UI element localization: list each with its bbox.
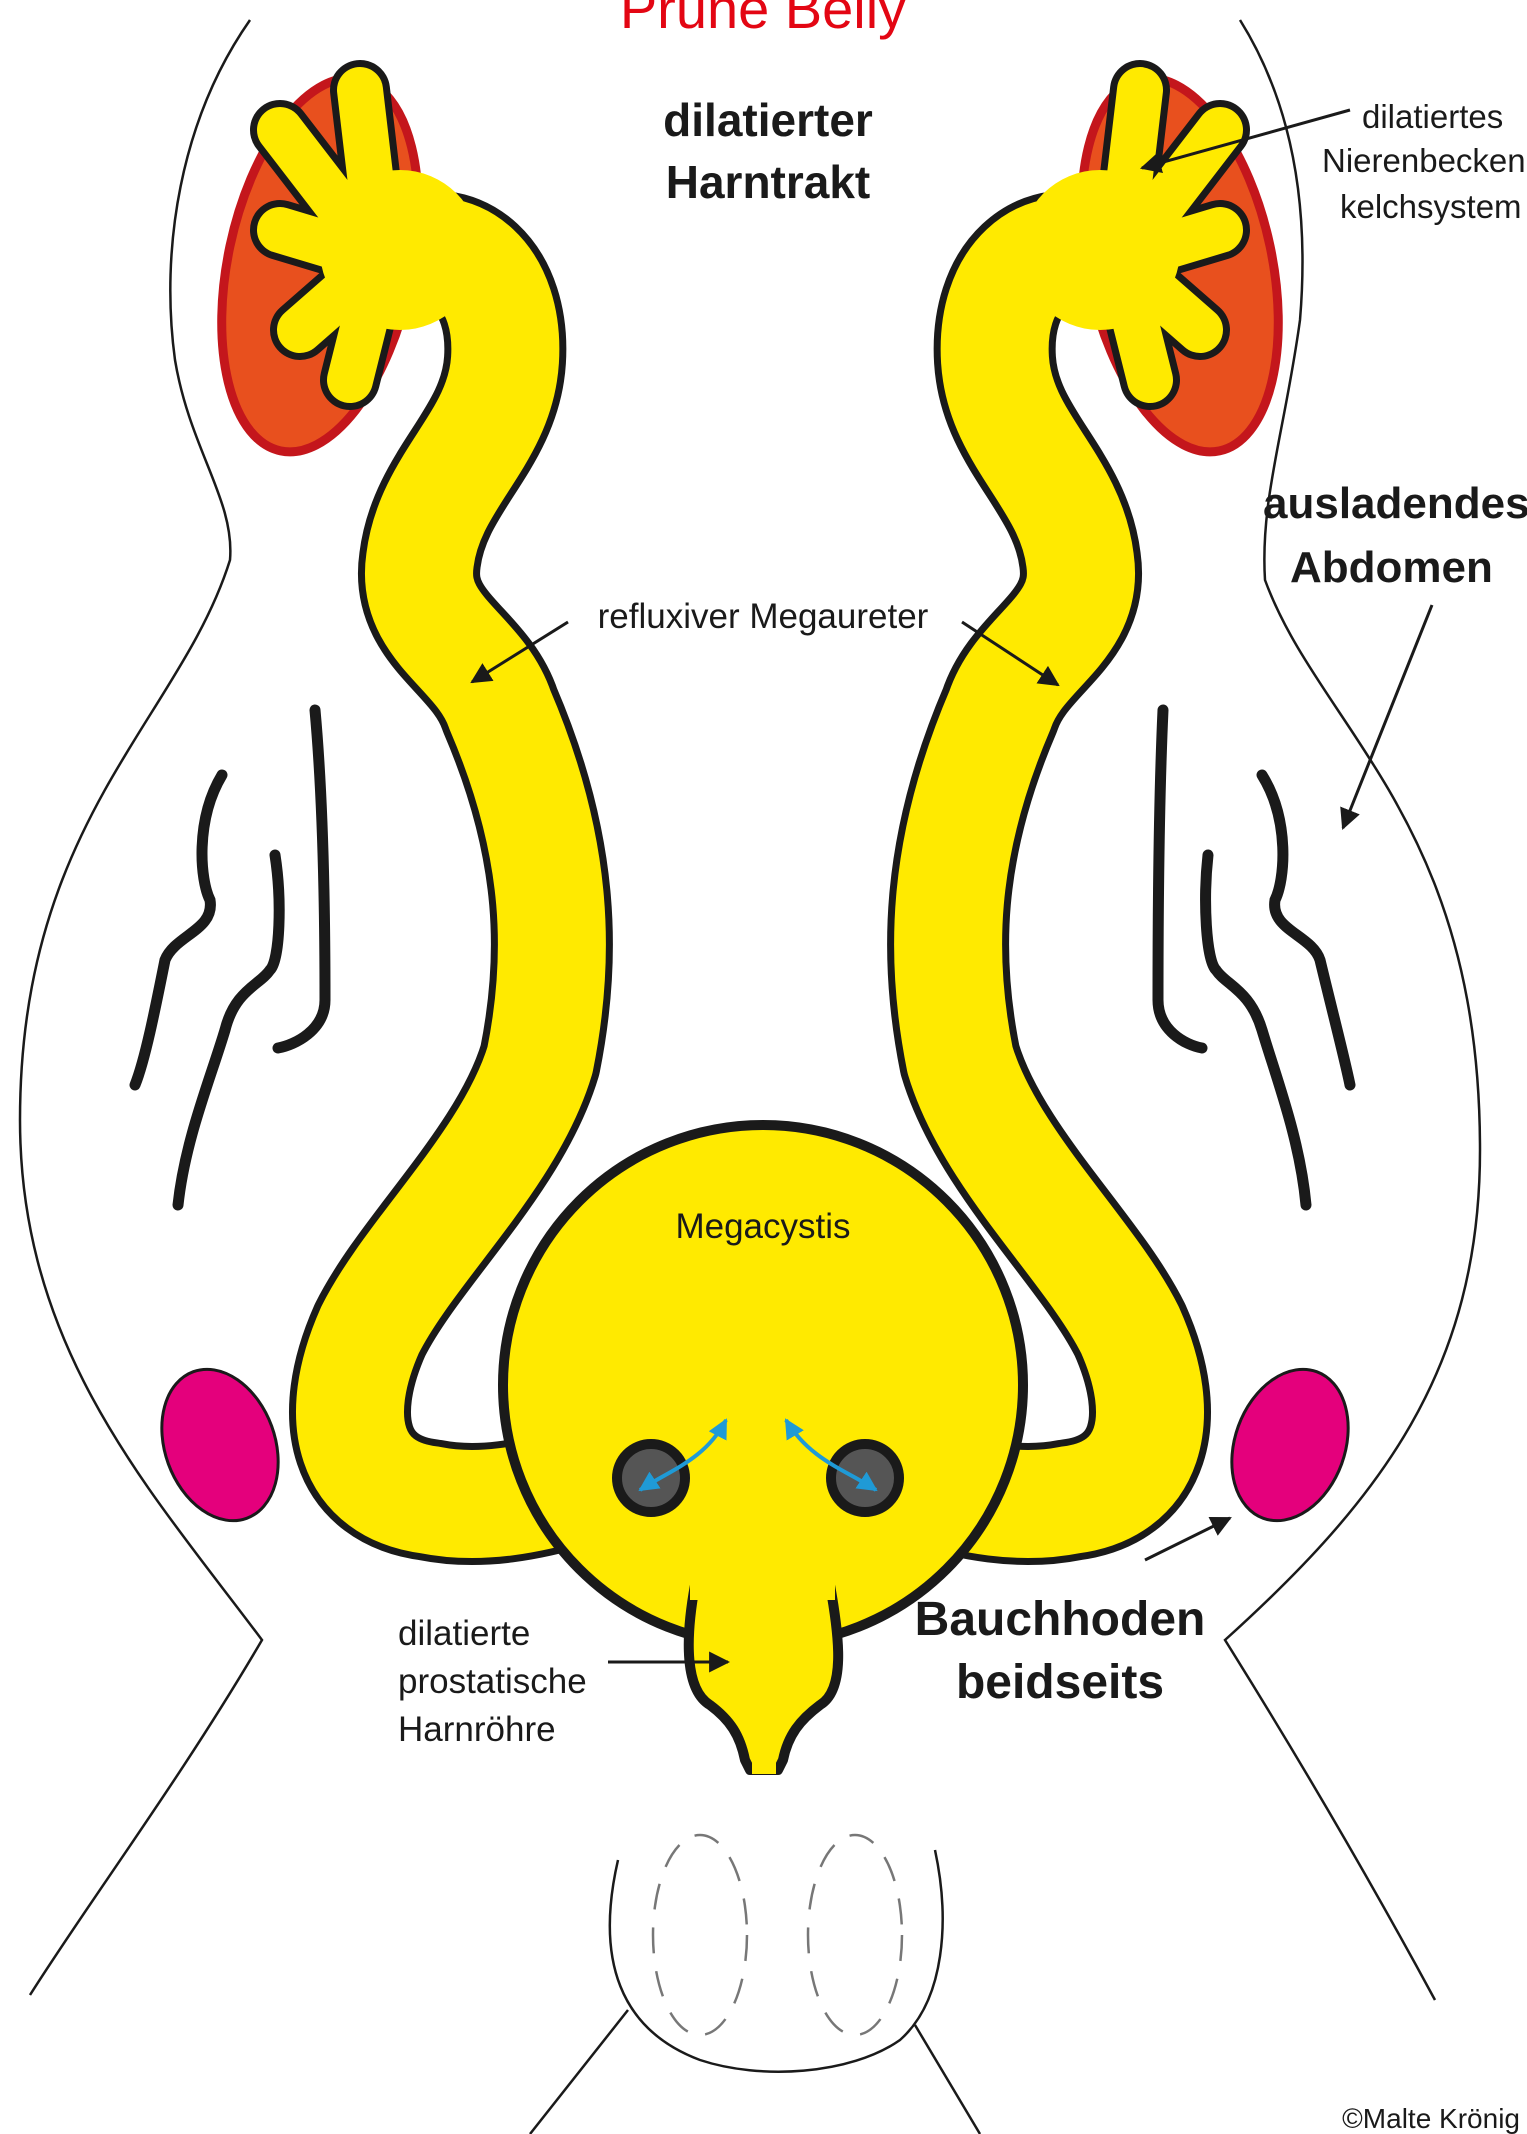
label-nbks-3: kelchsystem — [1340, 188, 1522, 225]
label-harntrakt-2: Harntrakt — [666, 156, 871, 208]
label-urethra-3: Harnröhre — [398, 1710, 556, 1749]
diagram-title: Prune Belly — [620, 0, 906, 40]
copyright: ©Malte Krönig — [1342, 2103, 1520, 2134]
label-abdomen-1: ausladendes — [1263, 479, 1527, 528]
label-nbks-2: Nierenbecken- — [1322, 142, 1527, 179]
scrotal-testes-outline — [653, 1835, 902, 2035]
label-abdomen-2: Abdomen — [1290, 543, 1493, 592]
label-testes-2: beidseits — [956, 1656, 1164, 1709]
prostatic-urethra — [689, 1560, 838, 1774]
label-megaureter: refluxiver Megaureter — [598, 597, 929, 636]
label-nbks-1: dilatiertes — [1362, 98, 1503, 135]
label-harntrakt-1: dilatierter — [663, 94, 873, 146]
label-megacystis: Megacystis — [675, 1207, 850, 1246]
label-urethra-1: dilatierte — [398, 1614, 530, 1653]
label-urethra-2: prostatische — [398, 1662, 587, 1701]
label-testes-1: Bauchhoden — [915, 1593, 1206, 1646]
